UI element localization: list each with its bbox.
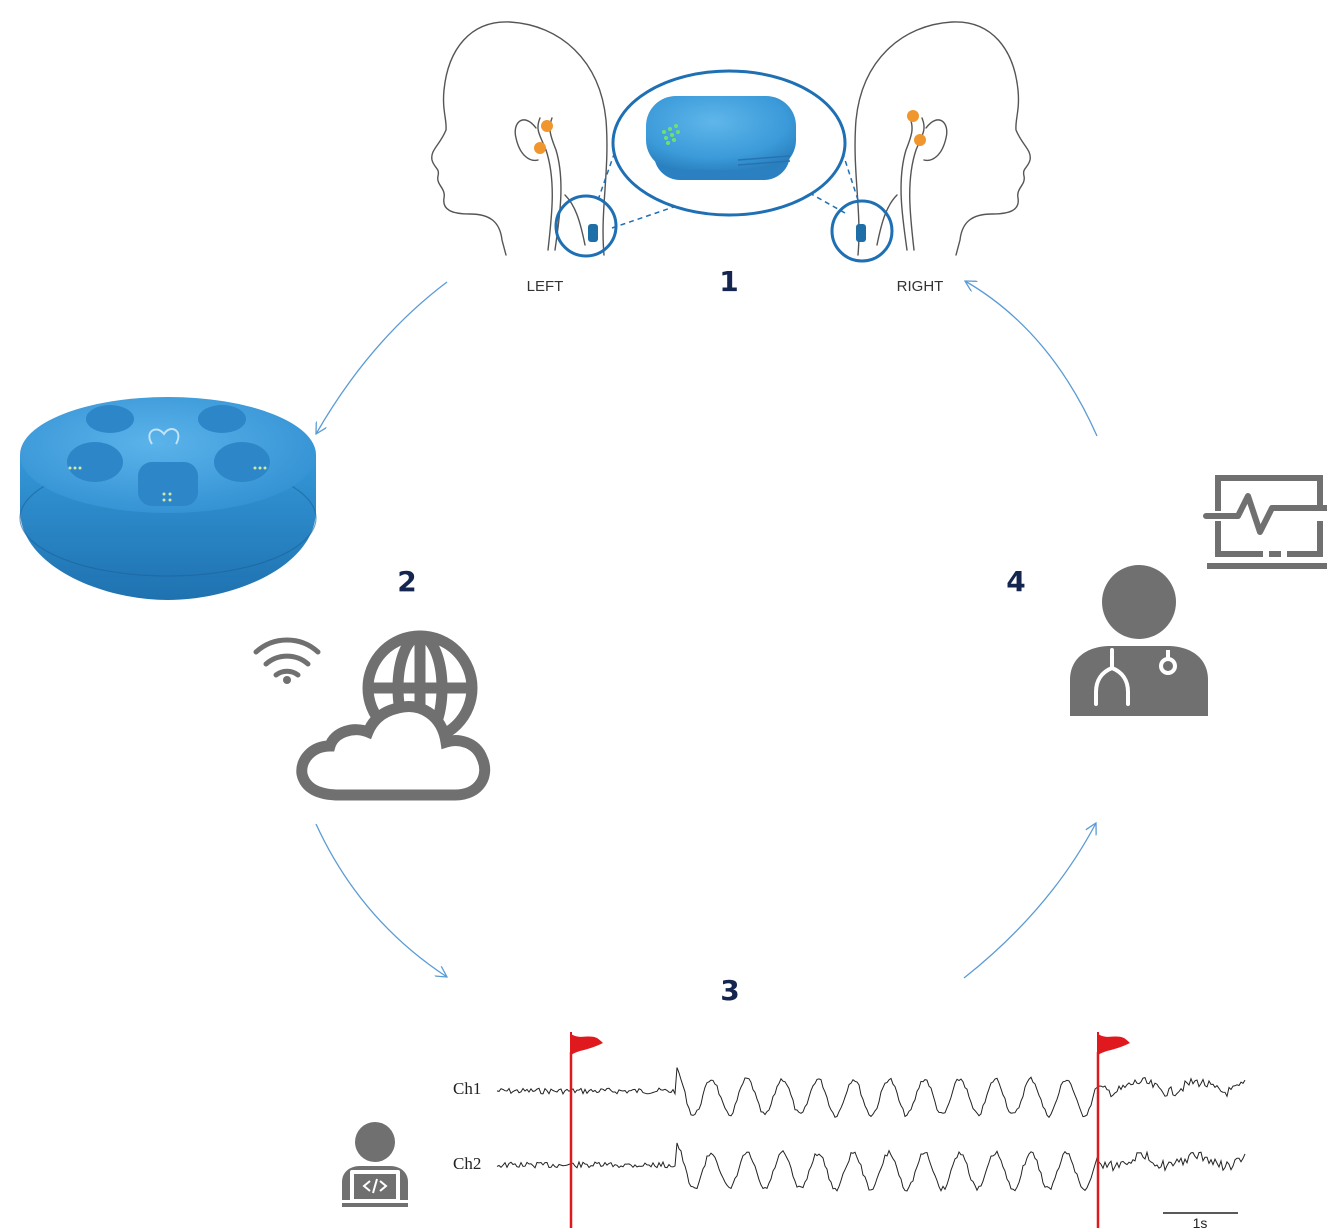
step-number-3: 3 [720,974,739,1007]
flow-arrows [315,281,1098,979]
scale-bar-label: 1s [1193,1215,1208,1228]
time-scale-bar: 1s [1163,1212,1238,1228]
channel-label-2: Ch2 [453,1154,481,1173]
callout-lines [597,119,859,229]
wearable-sensor-device [611,69,847,217]
arrow-1-to-2 [316,281,448,434]
arrow-2-to-3 [315,823,447,977]
right-head-illustration [830,21,1031,263]
arrow-4-to-1 [965,281,1098,437]
cloud-globe-icon [296,630,491,801]
step-number-1: 1 [719,265,738,298]
coder-laptop-icon [342,1122,408,1207]
flag-icon [1098,1034,1130,1055]
right-label: RIGHT [897,278,944,295]
eeg-trace-ch2 [496,1142,1246,1192]
heartbeat-monitor-icon [1203,475,1327,569]
doctor-icon [1070,565,1208,716]
eeg-traces: Ch1 Ch2 [453,1067,1246,1192]
step-number-4: 4 [1006,565,1025,598]
channel-label-1: Ch1 [453,1079,481,1098]
left-label: LEFT [527,278,564,295]
seizure-onset-marker [569,1032,603,1228]
charging-dock [19,397,317,600]
seizure-end-marker [1096,1032,1130,1228]
dock-logo-icon [148,428,180,445]
step-number-2: 2 [397,565,416,598]
status-led-icon [662,124,680,145]
flag-icon [571,1034,603,1055]
wifi-icon [253,637,321,684]
left-head-illustration [431,21,618,258]
arrow-3-to-4 [963,823,1096,979]
eeg-trace-ch1 [496,1067,1246,1119]
